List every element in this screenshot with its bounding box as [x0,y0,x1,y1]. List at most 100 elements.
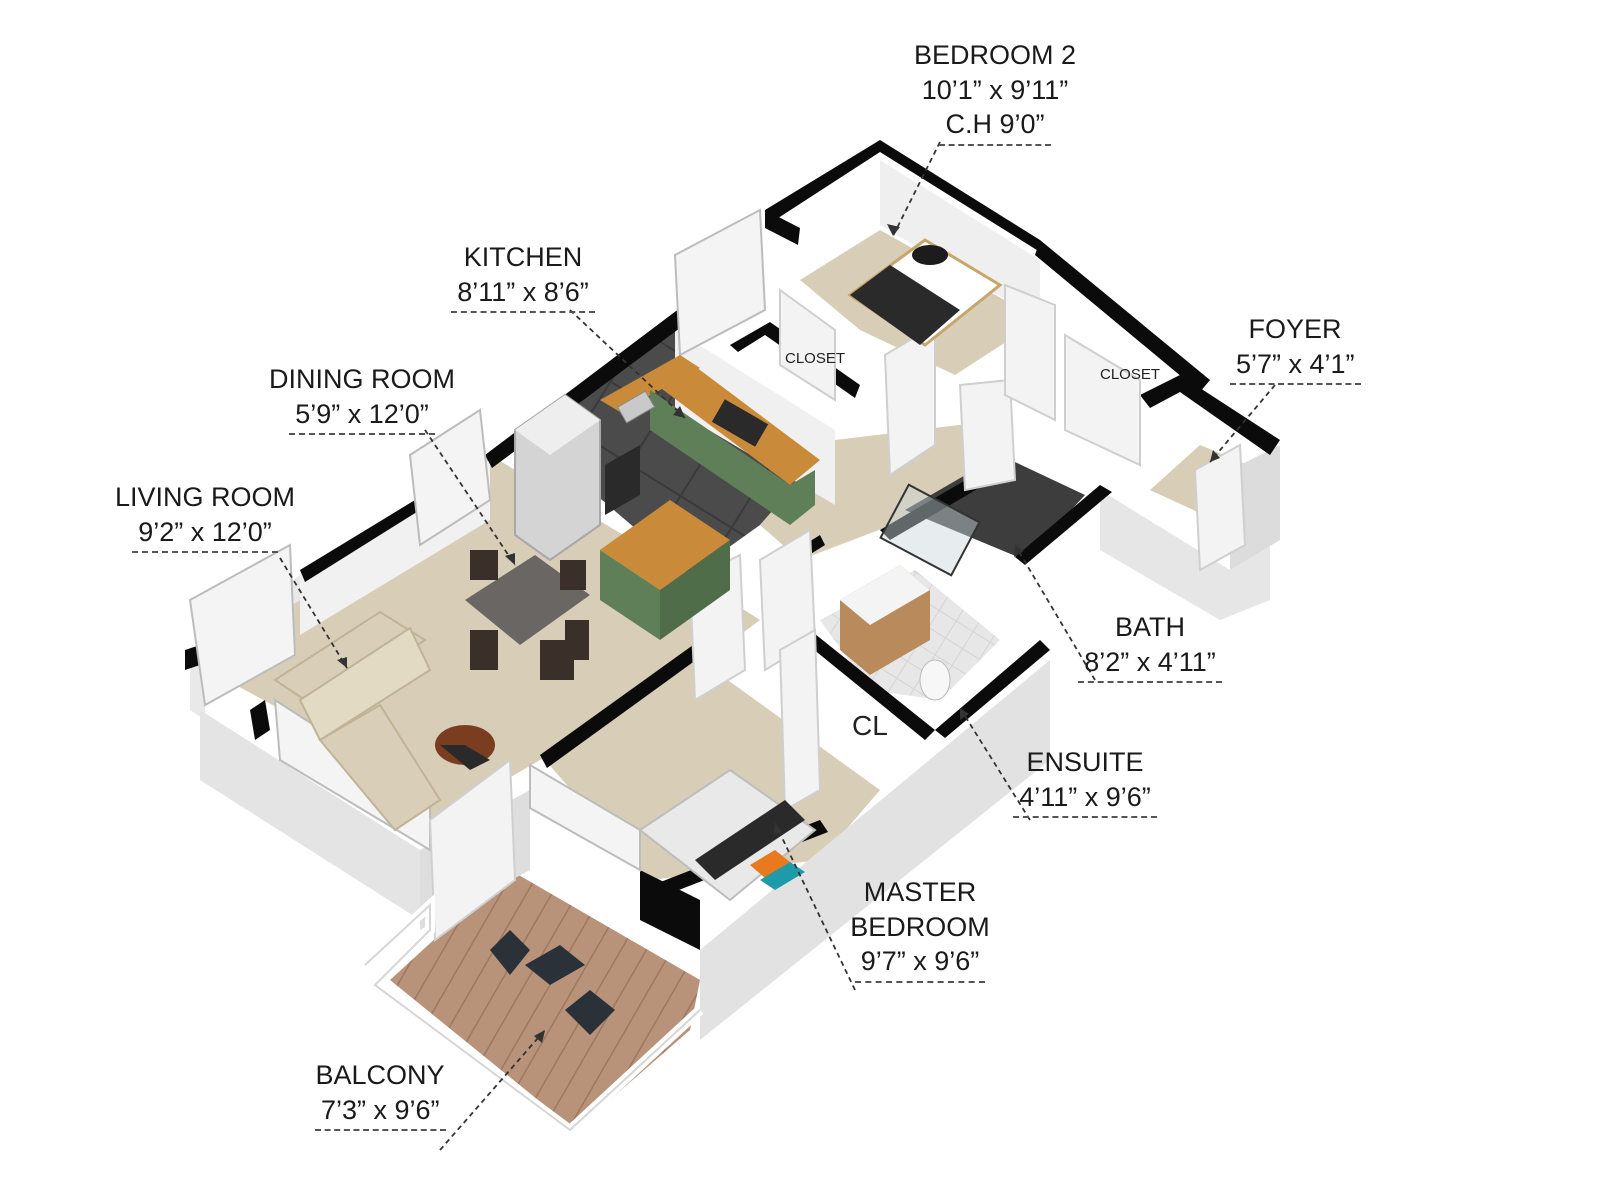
kitchen-island-top [600,500,730,590]
room-dimensions: 8’2” x 4’11” [1078,645,1222,684]
balcony-chair [490,930,530,975]
dining-chair [565,620,589,660]
bed2-blanket [850,265,960,345]
master-bed-blanket [695,800,805,880]
leader-ensuite [959,707,1031,821]
master-accent-pillow [750,850,790,878]
south-exterior-wall [700,660,1050,1040]
arrowhead [1210,450,1220,462]
door-foyer-closet-2 [1064,333,1141,467]
room-name: BEDROOM 2 [913,40,1077,70]
dining-chair [470,550,498,580]
room-dimensions: 9’2” x 12’0” [132,515,278,554]
room-dimensions: 9’7” x 9’6” [854,944,986,983]
balcony-railing-outline [364,902,701,1132]
wall-cap-closet-east [1035,240,1210,392]
leader-living [279,557,348,669]
arrowhead [534,1030,545,1043]
leader-arrowheads [337,224,1220,1043]
room-name: DINING ROOM [269,364,455,394]
balcony-deck [390,870,700,1130]
arrowhead [337,657,347,668]
bath-floor [905,455,1085,560]
room-name: ENSUITE [1026,747,1144,777]
leader-foyer [1209,384,1276,463]
arrowhead [505,553,515,565]
arrowhead [1014,545,1024,557]
room-dimensions: 10’1” x 9’11” [921,74,1069,105]
wall-cap-living-west [185,645,200,670]
bedroom2-furniture [847,238,1003,347]
master-teal-pillow [760,862,805,890]
label-bedroom2-closet: CLOSET [785,350,846,367]
east-exterior-wall [1100,490,1270,620]
door-bedroom2-closet [779,288,836,402]
wall-cap-master-north [540,640,707,768]
leader-master [774,822,856,991]
room-dimensions: 8’11” x 8’6” [451,275,595,314]
wall-cap-bedroom2-south [730,322,860,398]
kitchen-cabinets-base [650,390,815,525]
label-kitchen: KITCHEN 8’11” x 8’6” [438,240,608,314]
door-master-closet [778,628,822,812]
dining-chair [560,560,586,590]
room-name: LIVING ROOM [114,482,296,512]
fridge-top [515,395,600,455]
arrowhead [673,406,685,418]
label-living: LIVING ROOM 9’2” x 12’0” [105,480,305,554]
balcony [361,893,704,1137]
room-name: KITCHEN [463,242,583,272]
door-foyer-closet [1004,283,1056,422]
ceiling-height: C.H 9’0” [939,107,1051,146]
window-living-1 [188,543,297,707]
dining-table [465,555,590,645]
label-master-bedroom: MASTER BEDROOM 9’7” x 9’6” [845,875,995,983]
master-furniture [638,768,817,902]
window-bedroom2 [673,208,767,357]
door-front [1193,443,1247,572]
room-dimensions: 5’9” x 12’0” [289,397,435,436]
room-name-line1: MASTER [863,877,977,907]
arrowhead [887,224,900,236]
room-name-line2: BEDROOM [850,911,990,942]
wall-cap-bedroom2-north [765,140,1040,252]
room-dimensions: 5’7” x 4’1” [1230,347,1361,386]
door-bath [958,378,1017,492]
label-bedroom2: BEDROOM 2 10’1” x 9’11” C.H 9’0” [905,38,1085,146]
wall-cap-ensuite-south [802,630,935,740]
sink [616,390,656,424]
leader-lines [279,141,1276,1151]
window-master [529,763,641,872]
label-balcony: BALCONY 7’3” x 9’6” [315,1058,446,1132]
room-dimensions: 7’3” x 9’6” [315,1093,446,1132]
balcony-table [525,945,585,985]
arrowhead [773,823,782,835]
living-bottom-wall-face [200,710,420,920]
dining-furniture [465,550,590,680]
shower-glass [879,483,981,577]
label-foyer: FOYER 5’7” x 4’1” [1230,312,1361,386]
sofa-l-section [318,703,442,832]
room-dimensions: 4’11” x 9’6” [1013,780,1157,819]
leader-dining [424,429,516,566]
dishwasher [605,445,640,515]
leader-bath [1014,544,1096,681]
sofa-seat [298,626,432,742]
ensuite-vanity-top [840,565,930,625]
wall-cap-living-sw [250,700,270,740]
label-bath: BATH 8’2” x 4’11” [1075,610,1225,684]
cooktop [711,399,769,447]
bedroom2-back-wall [880,160,1040,320]
window-dining [408,408,492,547]
doors [428,283,1247,942]
kitchen-island-front [600,550,660,640]
wall-cap-living-north [300,500,420,582]
label-dining: DINING ROOM 5’9” x 12’0” [262,362,462,436]
wall-cap-bath-east [1015,485,1112,565]
master-bed [638,768,817,902]
label-master-closet: CL [852,710,888,741]
bathroom-fixtures [840,483,981,701]
kitchen-furniture [514,355,820,640]
